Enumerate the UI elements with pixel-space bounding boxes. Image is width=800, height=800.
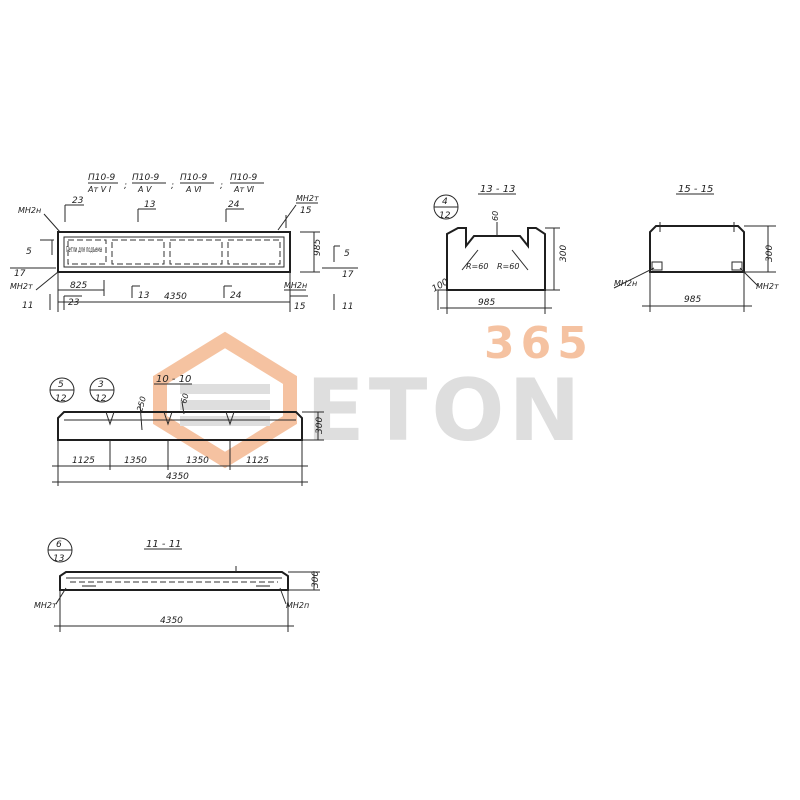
dim-300-10: 300	[315, 417, 325, 434]
dim-5-left: 5	[26, 247, 32, 257]
watermark: 365 ETON	[153, 318, 594, 469]
dim-60-13: 60	[491, 211, 500, 221]
label-mh2p-11: МН2п	[286, 601, 309, 610]
label-mh2t-top: МН2т	[296, 194, 319, 203]
header-mark-3: П10-9	[180, 173, 207, 183]
dim-17-left: 17	[14, 269, 26, 279]
section-23-bottom: 23	[68, 298, 80, 308]
svg-text:;: ;	[171, 181, 174, 191]
dim-250-10: 250	[135, 395, 148, 412]
section-23-top: 23	[72, 196, 84, 206]
section-11-11-title: 11 - 11	[146, 539, 181, 550]
section-24-bottom: 24	[230, 291, 242, 301]
header-class-1: Ат V I	[87, 185, 112, 194]
callout-12b: 12	[95, 394, 107, 404]
label-mh2n-right: МН2н	[284, 281, 307, 290]
dim-1350-b: 1350	[186, 456, 209, 466]
section-13-13: 4 12 13 - 13 R=60 R=60 60 300 100 985	[431, 184, 569, 314]
section-11-11-profile	[59, 571, 289, 591]
section-13-13-profile	[446, 227, 546, 291]
dim-300-11: 300	[311, 571, 321, 588]
section-15-15-profile	[649, 225, 745, 273]
callout-5: 5	[58, 380, 64, 390]
dim-15-bottom: 15	[294, 302, 306, 312]
label-mh2t-15: МН2т	[756, 282, 779, 291]
dim-1125-right: 1125	[246, 456, 269, 466]
dim-300-15: 300	[765, 245, 775, 262]
section-15-15: 15 - 15 300 МН2н МН2т 985	[613, 184, 779, 312]
svg-text:;: ;	[124, 181, 127, 191]
dim-300-13: 300	[559, 245, 569, 262]
callout-12a: 12	[55, 394, 67, 404]
label-mh2t-11: МН2т	[34, 601, 57, 610]
section-15-top: 15	[300, 206, 312, 216]
header-mark-4: П10-9	[230, 173, 257, 183]
dim-11-left: 11	[22, 301, 33, 311]
svg-text:;: ;	[220, 181, 223, 191]
section-13-top: 13	[144, 200, 156, 210]
section-24-top: 24	[228, 200, 240, 210]
header-class-3: А Ⅵ	[185, 185, 202, 194]
dim-825: 825	[70, 281, 87, 291]
handwritten-note: Петли для подъема	[66, 245, 102, 254]
dim-985-15: 985	[684, 295, 701, 305]
section-15-15-title: 15 - 15	[678, 184, 713, 195]
section-10-10-title: 10 - 10	[156, 374, 191, 385]
dim-60-10: 60	[179, 392, 190, 404]
watermark-brand: ETON	[306, 361, 585, 461]
label-mh2t-left: МН2т	[10, 282, 33, 291]
callout-12: 12	[439, 211, 451, 221]
callout-13: 13	[53, 554, 65, 564]
dim-985-13: 985	[478, 298, 495, 308]
dim-11-right: 11	[342, 302, 353, 312]
callout-4: 4	[442, 197, 448, 207]
dim-4350-plan: 4350	[164, 292, 187, 302]
dim-5-right: 5	[344, 249, 350, 259]
watermark-logo-icon	[153, 331, 297, 469]
radius-left: R=60	[466, 262, 488, 271]
header-mark-2: П10-9	[132, 173, 159, 183]
label-mh2n-top: МН2н	[18, 206, 41, 215]
plan-view: П10-9 Ат V I П10-9 А V П10-9 А Ⅵ П10-9 А…	[10, 173, 358, 312]
header-class-4: Ат Ⅵ	[233, 185, 255, 194]
dim-17-right: 17	[342, 270, 354, 280]
section-11-11: 6 13 11 - 11 300 МН2т МН2п 4350	[34, 537, 321, 632]
callout-3: 3	[98, 380, 104, 390]
callout-6: 6	[56, 540, 62, 550]
dim-985-plan: 985	[313, 239, 323, 256]
header-class-2: А V	[137, 185, 152, 194]
header-mark-1: П10-9	[88, 173, 115, 183]
dim-1125-left: 1125	[72, 456, 95, 466]
section-13-13-title: 13 - 13	[480, 184, 515, 195]
dim-1350-a: 1350	[124, 456, 147, 466]
watermark-number: 365	[484, 318, 594, 369]
label-mh2n-15: МН2н	[614, 279, 637, 288]
dim-4350-11: 4350	[160, 616, 183, 626]
section-10-10: 5 12 3 12 10 - 10 250 60 300 1125 1350 1…	[49, 374, 325, 486]
section-13-bottom: 13	[138, 291, 150, 301]
dim-4350-10: 4350	[166, 472, 189, 482]
radius-right: R=60	[497, 262, 519, 271]
